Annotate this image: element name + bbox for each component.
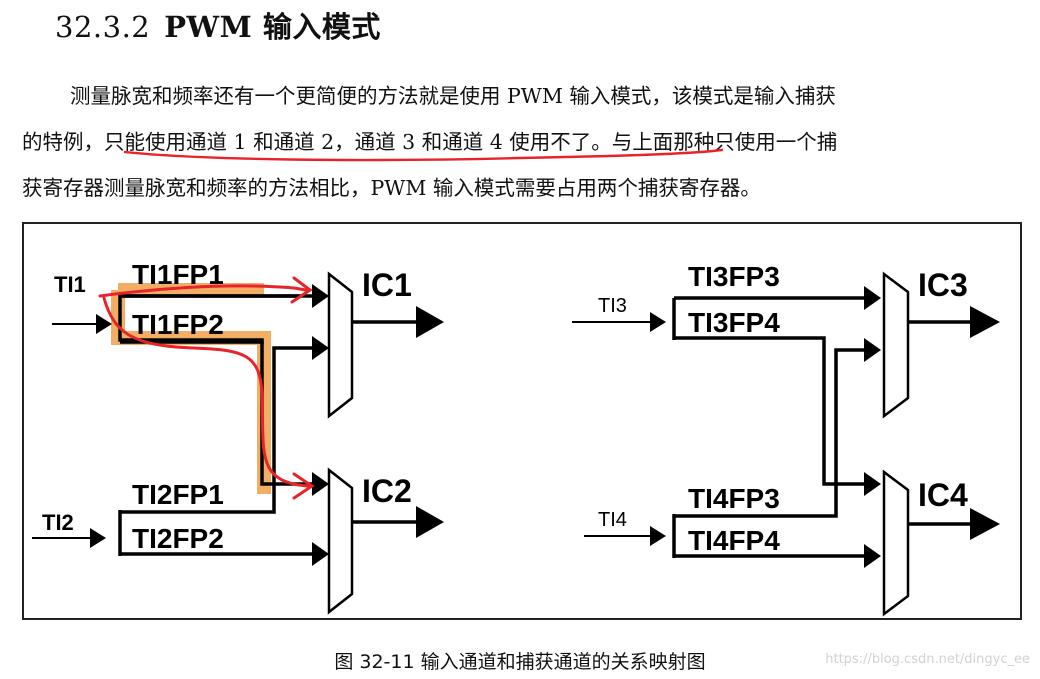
paragraph-line-3: 获寄存器测量脉宽和频率的方法相比，PWM 输入模式需要占用两个捕获寄存器。 [22,176,761,200]
figure-caption: 图 32-11 输入通道和捕获通道的关系映射图 [334,651,706,673]
label-ti1fp1: TI1FP1 [132,259,224,290]
label-ic1: IC1 [362,267,412,303]
label-ti1fp2: TI1FP2 [132,309,224,340]
label-ti4fp4: TI4FP4 [688,525,780,556]
label-ti4: TI4 [598,509,627,531]
section-heading: 32.3.2 PWM 输入模式 [55,4,381,46]
label-ic2: IC2 [362,473,412,509]
mux-3 [882,271,910,419]
paragraph-line-2-start: 的特例， [22,130,104,154]
channel-mapping-diagram: TI1 TI2 TI1FP1 TI1FP2 TI2FP1 TI2FP2 IC1 … [32,259,1000,617]
label-ti2fp1: TI2FP1 [132,479,224,510]
section-number: 32.3.2 [55,10,151,44]
label-ti3: TI3 [598,295,627,317]
label-ti2: TI2 [42,510,74,535]
paragraph-line-1: 测量脉宽和频率还有一个更简便的方法就是使用 PWM 输入模式，该模式是输入捕获 [70,84,836,108]
paragraph-line-2: 的特例，只能使用通道 1 和通道 2，通道 3 和通道 4 使用不了。与上面那种… [22,119,1022,165]
label-ic4: IC4 [918,477,968,513]
paragraph-line-2-end: 与上面那种只使用一个捕 [611,130,838,154]
watermark: https://blog.csdn.net/dingyc_ee [825,652,1030,667]
label-ic3: IC3 [918,267,968,303]
channel-mapping-figure: TI1 TI2 TI1FP1 TI1FP2 TI2FP1 TI2FP2 IC1 … [22,222,1022,620]
mux-4 [882,469,910,617]
label-ti1: TI1 [54,272,86,297]
red-arrow-2 [102,296,310,488]
underlined-text: 只能使用通道 1 和通道 2，通道 3 和通道 4 使用不了。 [104,130,612,154]
label-ti3fp4: TI3FP4 [688,307,780,338]
label-ti4fp3: TI4FP3 [688,483,780,514]
label-ti3fp3: TI3FP3 [688,261,780,292]
mux-1 [327,271,354,419]
red-arrow-1 [98,284,308,298]
mux-2 [327,467,354,615]
label-ti2fp2: TI2FP2 [132,523,224,554]
section-title: PWM 输入模式 [164,10,381,44]
